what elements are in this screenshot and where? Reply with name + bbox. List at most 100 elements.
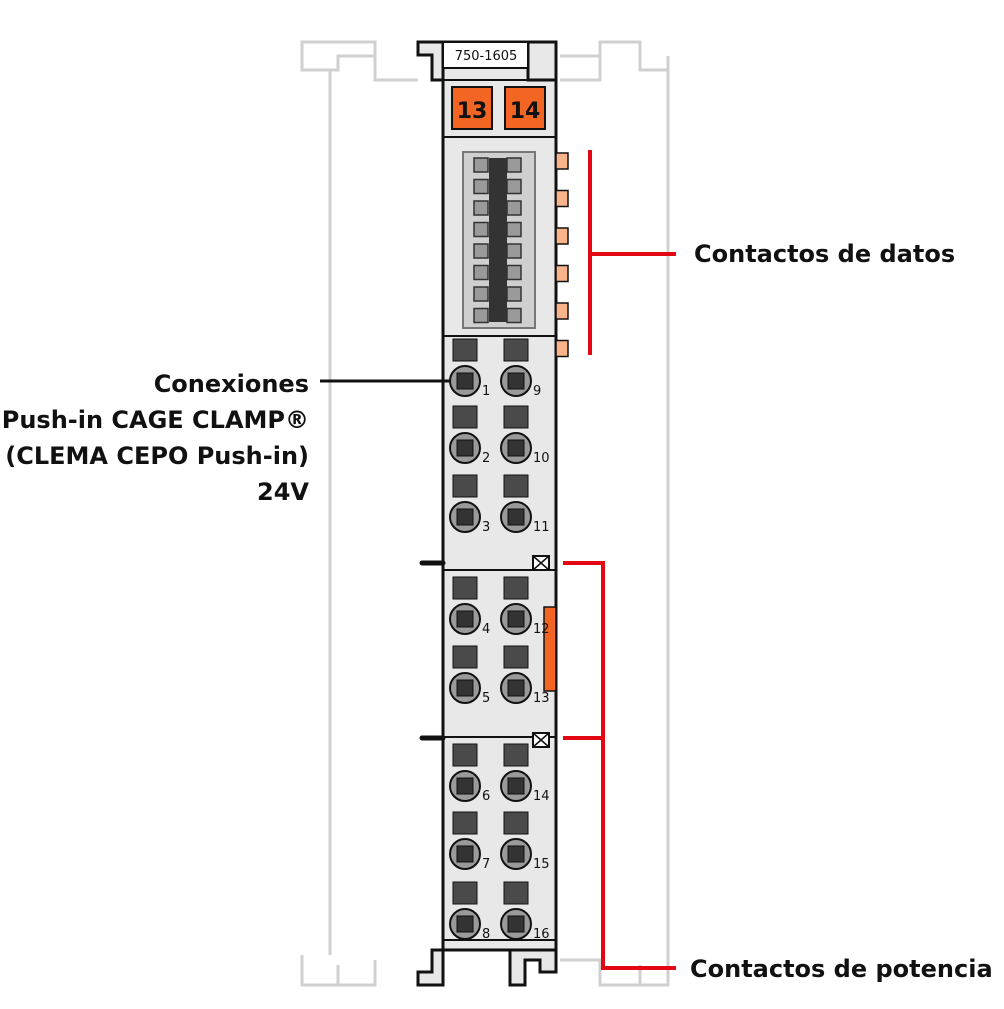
led-cell-right: [506, 286, 522, 302]
terminal-number-7: 7: [482, 857, 490, 872]
led-cell-left: [473, 243, 489, 259]
release-button: [452, 743, 478, 767]
connections-label-line1: Conexiones: [153, 370, 309, 398]
terminal-number-9: 9: [533, 384, 541, 399]
data-contacts-group: [555, 152, 569, 358]
led-cell-left: [473, 200, 489, 216]
led-cell-left: [473, 307, 489, 324]
terminal-9: 9: [500, 338, 541, 399]
top-locking-clip: [416, 40, 445, 82]
release-button: [452, 881, 478, 905]
release-button: [503, 881, 529, 905]
clamp-core: [507, 610, 525, 628]
release-button: [503, 474, 529, 498]
clamp-core: [456, 777, 474, 795]
connections-label-block: Conexiones Push-in CAGE CLAMP® (CLEMA CE…: [2, 366, 309, 510]
terminal-number-15: 15: [533, 857, 550, 872]
clamp-core: [456, 915, 474, 933]
clamp-core: [507, 845, 525, 863]
data-contact: [555, 227, 569, 245]
clamp-core: [507, 777, 525, 795]
terminal-4: 4: [449, 576, 490, 637]
power-jumper-contact-upper: [532, 555, 550, 571]
clamp-core: [507, 508, 525, 526]
clamp-core: [456, 372, 474, 390]
clamp-core: [456, 679, 474, 697]
release-button: [452, 576, 478, 600]
clamp-core: [456, 610, 474, 628]
terminal-7: 7: [449, 811, 490, 872]
led-cell-left: [473, 178, 489, 195]
release-button: [452, 474, 478, 498]
marker-tab-13: [451, 86, 493, 130]
connections-label-line4: 24V: [257, 478, 309, 506]
power-contacts-bracket: [563, 561, 676, 970]
clamp-core: [507, 915, 525, 933]
bottom-right-clip: [508, 948, 558, 987]
terminal-13: 13: [500, 645, 550, 706]
terminal-number-1: 1: [482, 384, 490, 399]
connections-label-line2: Push-in CAGE CLAMP®: [1, 406, 309, 434]
release-button: [452, 645, 478, 669]
terminal-2: 2: [449, 405, 490, 466]
led-cell-left: [473, 221, 489, 238]
data-contact: [555, 339, 569, 358]
release-button: [452, 405, 478, 429]
terminal-12: 12: [500, 576, 550, 637]
neighbor-module-ghost-outline: [300, 40, 670, 987]
part-number-plate: [442, 41, 529, 69]
bottom-locking-clip: [416, 948, 445, 987]
terminal-14: 14: [500, 743, 550, 804]
led-cell-left: [473, 264, 489, 281]
clamp-core: [456, 508, 474, 526]
release-button: [503, 338, 529, 362]
led-cell-right: [506, 264, 522, 281]
terminal-11: 11: [500, 474, 550, 535]
terminal-number-12: 12: [533, 622, 550, 637]
terminal-15: 15: [500, 811, 550, 872]
led-cell-right: [506, 178, 522, 195]
terminal-number-5: 5: [482, 691, 490, 706]
terminal-number-10: 10: [533, 451, 550, 466]
led-cell-right: [506, 307, 522, 324]
clamp-core: [507, 679, 525, 697]
part-number-text: 750-1605: [455, 49, 518, 64]
data-contacts-label: Contactos de datos: [694, 240, 956, 268]
data-contact: [555, 302, 569, 320]
top-right-clip: [526, 40, 558, 82]
terminal-5: 5: [449, 645, 490, 706]
power-contacts-label: Contactos de potencia: [690, 955, 993, 983]
led-cell-right: [506, 221, 522, 238]
clamp-core: [456, 845, 474, 863]
terminal-number-11: 11: [533, 520, 550, 535]
led-cell-right: [506, 200, 522, 216]
terminal-6: 6: [449, 743, 490, 804]
terminal-1: 1: [449, 338, 490, 399]
marker-tab-14: [504, 86, 546, 130]
led-cell-right: [506, 243, 522, 259]
terminal-number-4: 4: [482, 622, 490, 637]
terminal-16: 16: [500, 881, 550, 942]
led-window-grid: [473, 157, 522, 324]
power-jumper-contact-lower: [532, 732, 550, 748]
terminal-3: 3: [449, 474, 490, 535]
terminal-number-13: 13: [533, 691, 550, 706]
terminal-number-14: 14: [533, 789, 550, 804]
terminal-array: 1 9 2 10 3 11 4 12 5 13 6 14 7 15 8 16: [449, 338, 550, 942]
led-cell-right: [506, 157, 522, 173]
release-button: [503, 405, 529, 429]
terminal-number-8: 8: [482, 927, 490, 942]
data-contact: [555, 189, 569, 208]
terminal-10: 10: [500, 405, 550, 466]
led-cell-left: [473, 286, 489, 302]
terminal-number-6: 6: [482, 789, 490, 804]
release-button: [452, 811, 478, 835]
terminal-number-3: 3: [482, 520, 490, 535]
data-contact: [555, 152, 569, 170]
orange-side-marker: [543, 606, 557, 692]
terminal-8: 8: [449, 881, 490, 942]
release-button: [503, 811, 529, 835]
terminal-number-16: 16: [533, 927, 550, 942]
